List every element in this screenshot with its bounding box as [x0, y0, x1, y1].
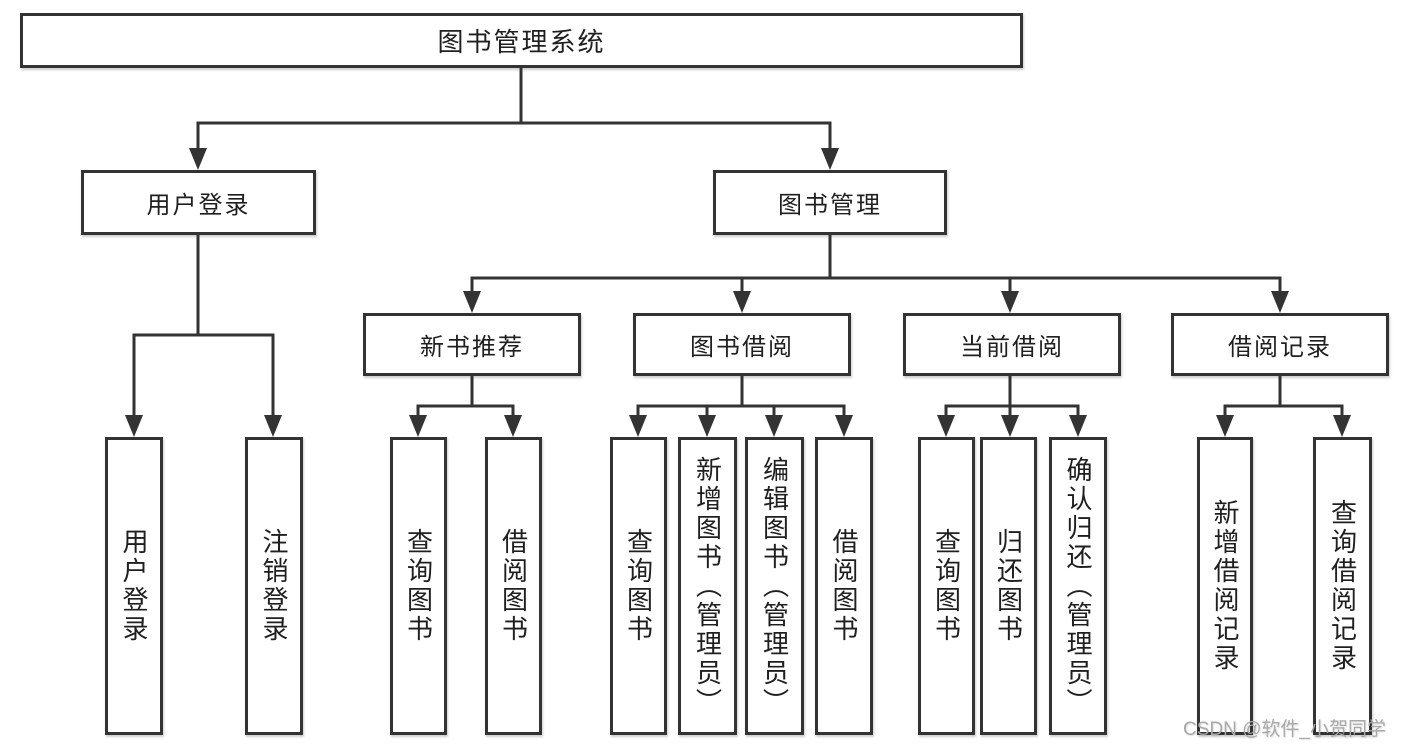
- arrow-down-icon: [189, 148, 207, 170]
- arrow-down-icon: [1333, 415, 1351, 437]
- arrow-down-icon: [463, 291, 481, 313]
- arrow-down-icon: [504, 415, 522, 437]
- arrow-down-icon: [765, 415, 783, 437]
- arrow-down-icon: [409, 415, 427, 437]
- leaf-confirm-return-admin: 确认归还（管理员）: [1049, 437, 1107, 735]
- arrow-down-icon: [1001, 291, 1019, 313]
- node-book-borrowing: 图书借阅: [633, 313, 851, 376]
- arrow-down-icon: [821, 148, 839, 170]
- leaf-query-books-borrowing: 查询图书: [610, 437, 667, 735]
- arrow-down-icon: [1216, 415, 1234, 437]
- arrow-down-icon: [1069, 415, 1087, 437]
- arrow-down-icon: [1271, 291, 1289, 313]
- node-current-borrowing: 当前借阅: [903, 313, 1121, 376]
- arrow-down-icon: [264, 415, 282, 437]
- arrow-down-icon: [733, 291, 751, 313]
- leaf-user-login: 用户登录: [105, 437, 163, 735]
- arrowheads: [125, 148, 1351, 437]
- arrow-down-icon: [629, 415, 647, 437]
- leaf-add-borrow-record: 新增借阅记录: [1197, 437, 1253, 735]
- arrow-down-icon: [835, 415, 853, 437]
- leaf-edit-books-admin: 编辑图书（管理员）: [745, 437, 804, 735]
- leaf-query-borrow-record: 查询借阅记录: [1313, 437, 1372, 735]
- csdn-watermark: CSDN @软件_小贺同学: [1183, 719, 1386, 740]
- arrow-down-icon: [937, 415, 955, 437]
- leaf-borrow-books: 借阅图书: [815, 437, 873, 735]
- node-book-management: 图书管理: [713, 170, 947, 235]
- leaf-query-books-current: 查询图书: [918, 437, 975, 735]
- leaf-query-books-recommend: 查询图书: [390, 437, 447, 735]
- leaf-add-books-admin: 新增图书（管理员）: [678, 437, 737, 735]
- leaf-return-books: 归还图书: [980, 437, 1037, 735]
- node-new-book-recommend: 新书推荐: [363, 313, 581, 376]
- leaf-logout: 注销登录: [245, 437, 303, 735]
- node-library-management-system: 图书管理系统: [20, 13, 1023, 68]
- arrow-down-icon: [125, 415, 143, 437]
- leaf-borrow-books-recommend: 借阅图书: [485, 437, 542, 735]
- node-borrowing-records: 借阅记录: [1171, 313, 1389, 376]
- arrow-down-icon: [1001, 415, 1019, 437]
- arrow-down-icon: [698, 415, 716, 437]
- node-user-login: 用户登录: [81, 170, 316, 235]
